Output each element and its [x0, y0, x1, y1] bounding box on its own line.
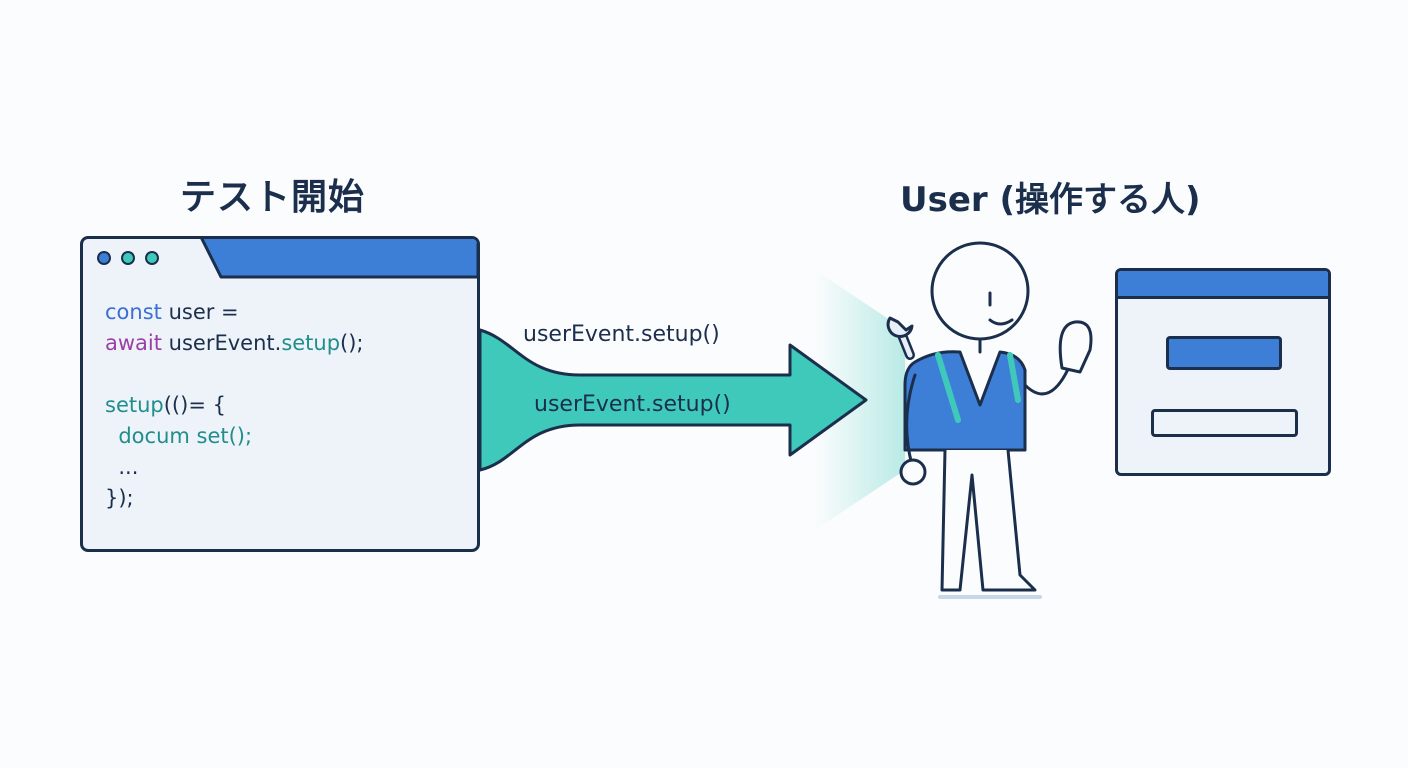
- test-start-title: テスト開始: [180, 177, 366, 218]
- code-text: user =: [161, 300, 239, 324]
- keyword-const: const: [105, 300, 162, 324]
- window-dot-2: [121, 251, 135, 265]
- code-line-4: docum set();: [105, 424, 253, 448]
- window-dot-1: [97, 251, 111, 265]
- code-line-6: });: [105, 486, 134, 510]
- code-text: ();: [340, 331, 364, 355]
- code-line-5: ...: [105, 455, 139, 479]
- arrow-label-bottom: userEvent.setup(): [534, 392, 731, 417]
- window-dot-3: [145, 251, 159, 265]
- code-line-1: const user =: [105, 297, 364, 328]
- flow-arrow: [478, 328, 868, 472]
- code-line-2: await userEvent.setup();: [105, 328, 364, 359]
- keyword-await: await: [105, 331, 162, 355]
- code-window: const user = await userEvent.setup(); se…: [80, 236, 480, 552]
- wrench-icon: [886, 316, 915, 360]
- user-title: User (操作する人): [900, 180, 1201, 220]
- ui-button[interactable]: [1166, 336, 1282, 370]
- code-line-3: setup(()= {: [105, 390, 364, 421]
- arrow-label-top: userEvent.setup(): [523, 322, 720, 347]
- code-text: (()= {: [163, 393, 226, 417]
- ui-input-field[interactable]: [1151, 409, 1298, 437]
- user-figure: [886, 241, 1093, 599]
- vest: [903, 350, 1027, 452]
- browser-titlebar: [1118, 271, 1328, 299]
- head: [930, 241, 1030, 341]
- browser-window: [1115, 268, 1331, 476]
- code-line-blank: [105, 359, 364, 390]
- function-setup: setup: [105, 393, 164, 417]
- code-titlebar: [200, 239, 477, 279]
- function-setup: setup: [281, 331, 341, 355]
- code-block: const user = await userEvent.setup(); se…: [105, 297, 364, 514]
- code-text: userEvent.: [161, 331, 282, 355]
